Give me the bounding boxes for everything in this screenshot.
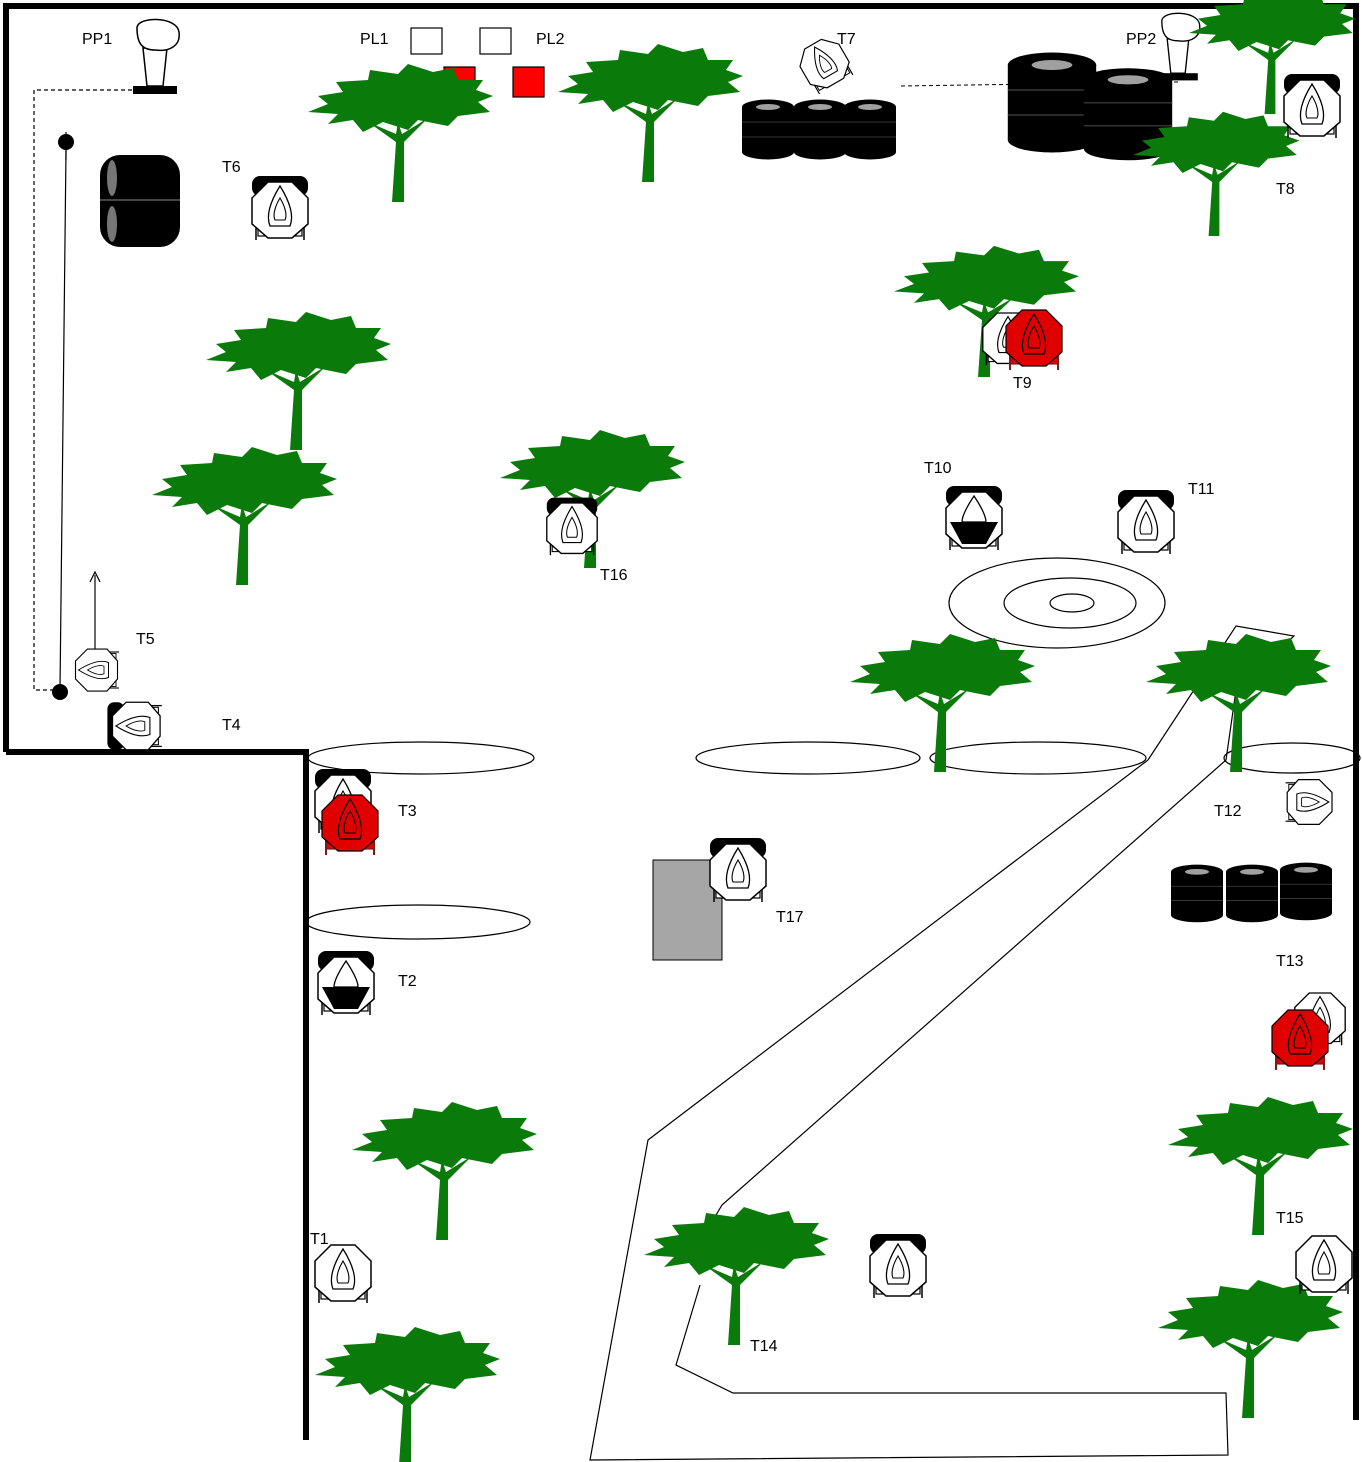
- shooting-post-icon: [133, 19, 179, 94]
- target-t11: [1118, 490, 1174, 554]
- label-t4: T4: [222, 717, 241, 734]
- label-t13: T13: [1276, 953, 1304, 970]
- target-t14: [870, 1234, 926, 1298]
- target-t9: [983, 310, 1062, 370]
- label-t8: T8: [1276, 181, 1295, 198]
- label-t1: T1: [310, 1231, 329, 1248]
- label-t6: T6: [222, 159, 241, 176]
- target-t15: [1296, 1236, 1352, 1294]
- shooting-post-icon: [1158, 13, 1200, 80]
- target-t1: [315, 1245, 371, 1303]
- label-pl1: PL1: [360, 31, 389, 48]
- red-pad-2: [513, 67, 544, 97]
- target-t16: [547, 498, 597, 556]
- target-t13: [1272, 993, 1345, 1070]
- label-t17: T17: [776, 909, 804, 926]
- target-t10: [946, 486, 1002, 550]
- target-t3: [315, 769, 378, 855]
- target-t12: [1286, 780, 1332, 825]
- pl2-pad: [480, 28, 511, 54]
- label-pl2: PL2: [536, 31, 565, 48]
- target-t5: [76, 649, 120, 691]
- tire-stack-icon: [1171, 863, 1332, 923]
- target-t8: [1284, 74, 1340, 138]
- label-t16: T16: [600, 567, 628, 584]
- berm-wall-inner: [6, 752, 306, 1440]
- target-t17: [710, 838, 766, 902]
- target-t4: [107, 702, 161, 750]
- label-t2: T2: [398, 973, 417, 990]
- label-t9: T9: [1013, 375, 1032, 392]
- label-pp2: PP2: [1126, 31, 1156, 48]
- label-t15: T15: [1276, 1210, 1304, 1227]
- label-t12: T12: [1214, 803, 1242, 820]
- label-t14: T14: [750, 1338, 778, 1355]
- label-t11: T11: [1188, 481, 1214, 498]
- tire-stack-icon: [100, 155, 180, 247]
- tire-stack-icon: [742, 100, 896, 160]
- pl1-pad: [411, 28, 442, 54]
- label-t5: T5: [136, 631, 155, 648]
- target-t2: [318, 951, 374, 1015]
- label-t10: T10: [924, 460, 952, 477]
- label-t3: T3: [398, 803, 417, 820]
- berm-wall-outer: [6, 6, 1356, 1420]
- label-pp1: PP1: [82, 31, 112, 48]
- target-t6: [252, 176, 308, 240]
- label-t7: T7: [837, 31, 856, 48]
- tree-icon: [152, 0, 1356, 1462]
